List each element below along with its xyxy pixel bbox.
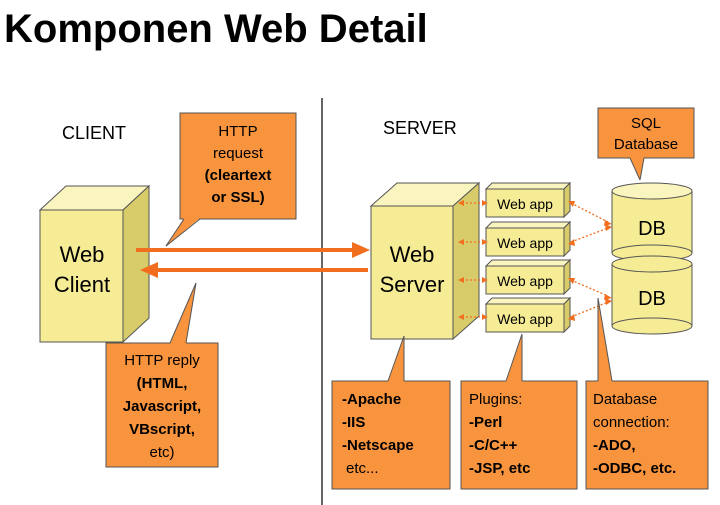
callout-db-connection-line: connection: <box>593 414 670 431</box>
callout-plugins-line: -Perl <box>469 414 502 431</box>
callout-web-servers-line: etc... <box>346 460 379 477</box>
callout-sql-line: SQL <box>631 115 661 132</box>
web-client-label-line1: Web <box>60 242 105 267</box>
web-app-box-2: Web app <box>484 220 572 258</box>
app-db-arrowheads <box>568 201 612 321</box>
web-client-box: Web Client <box>38 184 151 344</box>
callout-http-reply-line: (HTML, <box>137 375 188 392</box>
web-server-box: Web Server <box>369 181 481 341</box>
web-app-box-3: Web app <box>484 258 572 296</box>
web-app-label: Web app <box>497 196 553 212</box>
web-app-label: Web app <box>497 235 553 251</box>
client-label: CLIENT <box>62 123 126 143</box>
callout-http-reply: HTTP reply (HTML, Javascript, VBscript, … <box>105 282 219 468</box>
callout-plugins-line: -C/C++ <box>469 437 518 454</box>
web-client-label-line2: Client <box>54 272 110 297</box>
callout-http-request-line: request <box>213 145 264 162</box>
callout-http-reply-line: HTTP reply <box>124 352 200 369</box>
web-server-label-line1: Web <box>390 242 435 267</box>
callout-sql-line: Database <box>614 136 678 153</box>
callout-db-connection-line: -ODBC, etc. <box>593 460 676 477</box>
callout-http-request-line: or SSL) <box>211 189 264 206</box>
callout-web-servers-line: -Apache <box>342 391 401 408</box>
callout-web-servers-line: -Netscape <box>342 437 414 454</box>
callout-http-reply-line: VBscript, <box>129 421 195 438</box>
database-cylinder-1: DB <box>611 182 693 262</box>
http-reply-arrow <box>140 262 368 278</box>
callout-sql-database: SQL Database <box>597 107 695 181</box>
callout-plugins-line: Plugins: <box>469 391 522 408</box>
server-label: SERVER <box>383 118 457 138</box>
app-db-connectors <box>570 202 609 318</box>
page-title: Komponen Web Detail <box>4 7 428 51</box>
callout-http-request-line: (cleartext <box>205 167 272 184</box>
callout-plugins: Plugins: -Perl -C/C++ -JSP, etc <box>460 333 578 490</box>
database-cylinder-2: DB <box>611 255 693 335</box>
db-label: DB <box>638 218 666 240</box>
callout-db-connection: Database connection: -ADO, -ODBC, etc. <box>585 297 709 490</box>
web-server-label-line2: Server <box>380 272 445 297</box>
callout-web-servers: -Apache -IIS -Netscape etc... <box>331 335 451 490</box>
callout-http-reply-line: etc) <box>149 444 174 461</box>
callout-http-request: HTTP request (cleartext or SSL) <box>165 112 297 247</box>
callout-web-servers-line: -IIS <box>342 414 365 431</box>
callout-http-request-line: HTTP <box>218 123 257 140</box>
web-app-label: Web app <box>497 311 553 327</box>
callout-db-connection-line: -ADO, <box>593 437 636 454</box>
web-app-label: Web app <box>497 273 553 289</box>
callout-plugins-line: -JSP, etc <box>469 460 530 477</box>
web-app-box-1: Web app <box>484 181 572 219</box>
http-request-arrow <box>136 242 370 258</box>
server-app-arrowheads <box>458 200 488 320</box>
db-label: DB <box>638 288 666 310</box>
callout-db-connection-line: Database <box>593 391 657 408</box>
web-app-box-4: Web app <box>484 296 572 334</box>
callout-http-reply-line: Javascript, <box>123 398 201 415</box>
